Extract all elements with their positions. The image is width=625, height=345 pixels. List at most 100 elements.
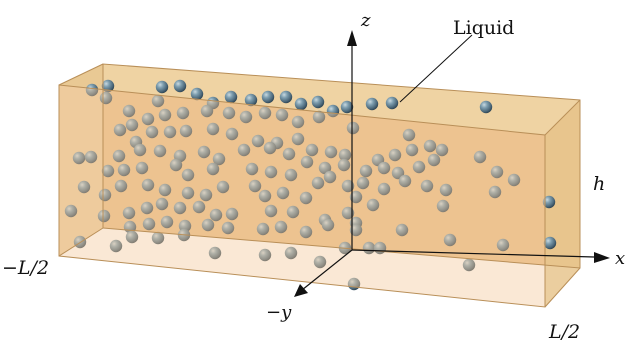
particle-sphere [305,143,319,157]
particle-sphere [216,180,230,194]
particle-sphere [155,80,169,94]
particle-sphere [122,206,136,220]
z-axis-label: z [360,10,371,31]
particle-sphere [208,246,222,260]
particle-sphere [427,153,441,167]
particle-sphere [439,183,453,197]
particle-sphere [224,90,238,104]
particle-sphere [496,238,510,252]
particle-sphere [201,218,215,232]
particle-sphere [101,164,115,178]
particle-sphere [435,143,449,157]
particle-sphere [284,168,298,182]
particle-sphere [181,168,195,182]
particle-sphere [402,128,416,142]
particle-sphere [181,186,195,200]
particle-sphere [490,165,504,179]
liquid-label: Liquid [453,17,514,39]
particle-sphere [313,255,327,269]
particle-sphere [299,191,313,205]
particle-sphere [346,121,360,135]
particle-sphere [412,160,426,174]
particle-sphere [261,90,275,104]
particle-sphere [311,176,325,190]
particle-sphere [377,182,391,196]
particle-sphere [225,127,239,141]
particle-sphere [141,112,155,126]
particle-sphere [420,179,434,193]
particle-sphere [284,246,298,260]
particle-sphere [366,198,380,212]
liquid-leader-line [399,34,473,103]
particle-sphere [388,148,402,162]
particle-sphere [349,190,363,204]
particle-sphere [294,97,308,111]
particle-sphere [163,125,177,139]
particle-sphere [275,108,289,122]
particle-sphere [462,258,476,272]
particle-sphere [84,150,98,164]
right-bound-label: L/2 [548,321,580,343]
particle-sphere [258,106,272,120]
particle-sphere [385,96,399,110]
particle-sphere [324,145,338,159]
particle-sphere [125,230,139,244]
particle-sphere [256,222,270,236]
particle-sphere [158,183,172,197]
particle-sphere [274,220,288,234]
particle-sphere [117,163,131,177]
particle-sphere [192,200,206,214]
particle-sphere [225,207,239,221]
box-edge-bottom-right [544,267,581,308]
particle-sphere [349,223,363,237]
box-edge-top-right [544,99,581,136]
particle-sphere [356,176,370,190]
particle-sphere [311,95,325,109]
particle-sphere [248,179,262,193]
coordinate-axes [294,30,610,297]
particle-sphere [153,144,167,158]
particle-sphere [276,186,290,200]
particle-sphere [244,93,258,107]
particle-sphere [197,145,211,159]
particle-sphere [72,151,86,165]
particle-sphere [359,164,373,178]
particle-sphere [212,152,226,166]
particle-sphere [199,188,213,202]
particle-sphere [341,179,355,193]
particle-sphere [340,100,354,114]
particle-sphere [141,178,155,192]
particle-sphere [377,161,391,175]
left-bound-label: −L/2 [2,257,49,279]
particle-sphere [542,195,556,209]
particle-sphere [64,204,78,218]
particle-sphere [436,199,450,213]
particle-sphere [286,205,300,219]
particle-sphere [176,106,190,120]
particle-sphere [122,104,136,118]
particle-sphere [140,201,154,215]
particle-sphere [299,225,313,239]
particle-sphere [479,100,493,114]
particle-sphere [222,106,236,120]
particle-sphere [239,110,253,124]
particle-sphere [282,147,296,161]
particle-sphere [279,90,293,104]
particle-sphere [206,122,220,136]
particle-sphere [133,143,147,157]
particle-sphere [365,97,379,111]
particle-sphere [221,221,235,235]
particle-sphere [142,217,156,231]
particle-sphere [101,79,115,93]
particle-sphere [543,236,557,250]
box-edge-top-left [58,63,104,86]
box-edges [58,63,581,308]
particles [64,79,557,291]
particle-sphere [155,197,169,211]
particle-sphere [443,233,457,247]
particle-sphere [209,208,223,222]
box-front-edges [58,84,546,308]
particle-sphere [85,83,99,97]
particle-sphere [97,209,111,223]
particle-sphere [160,215,174,229]
